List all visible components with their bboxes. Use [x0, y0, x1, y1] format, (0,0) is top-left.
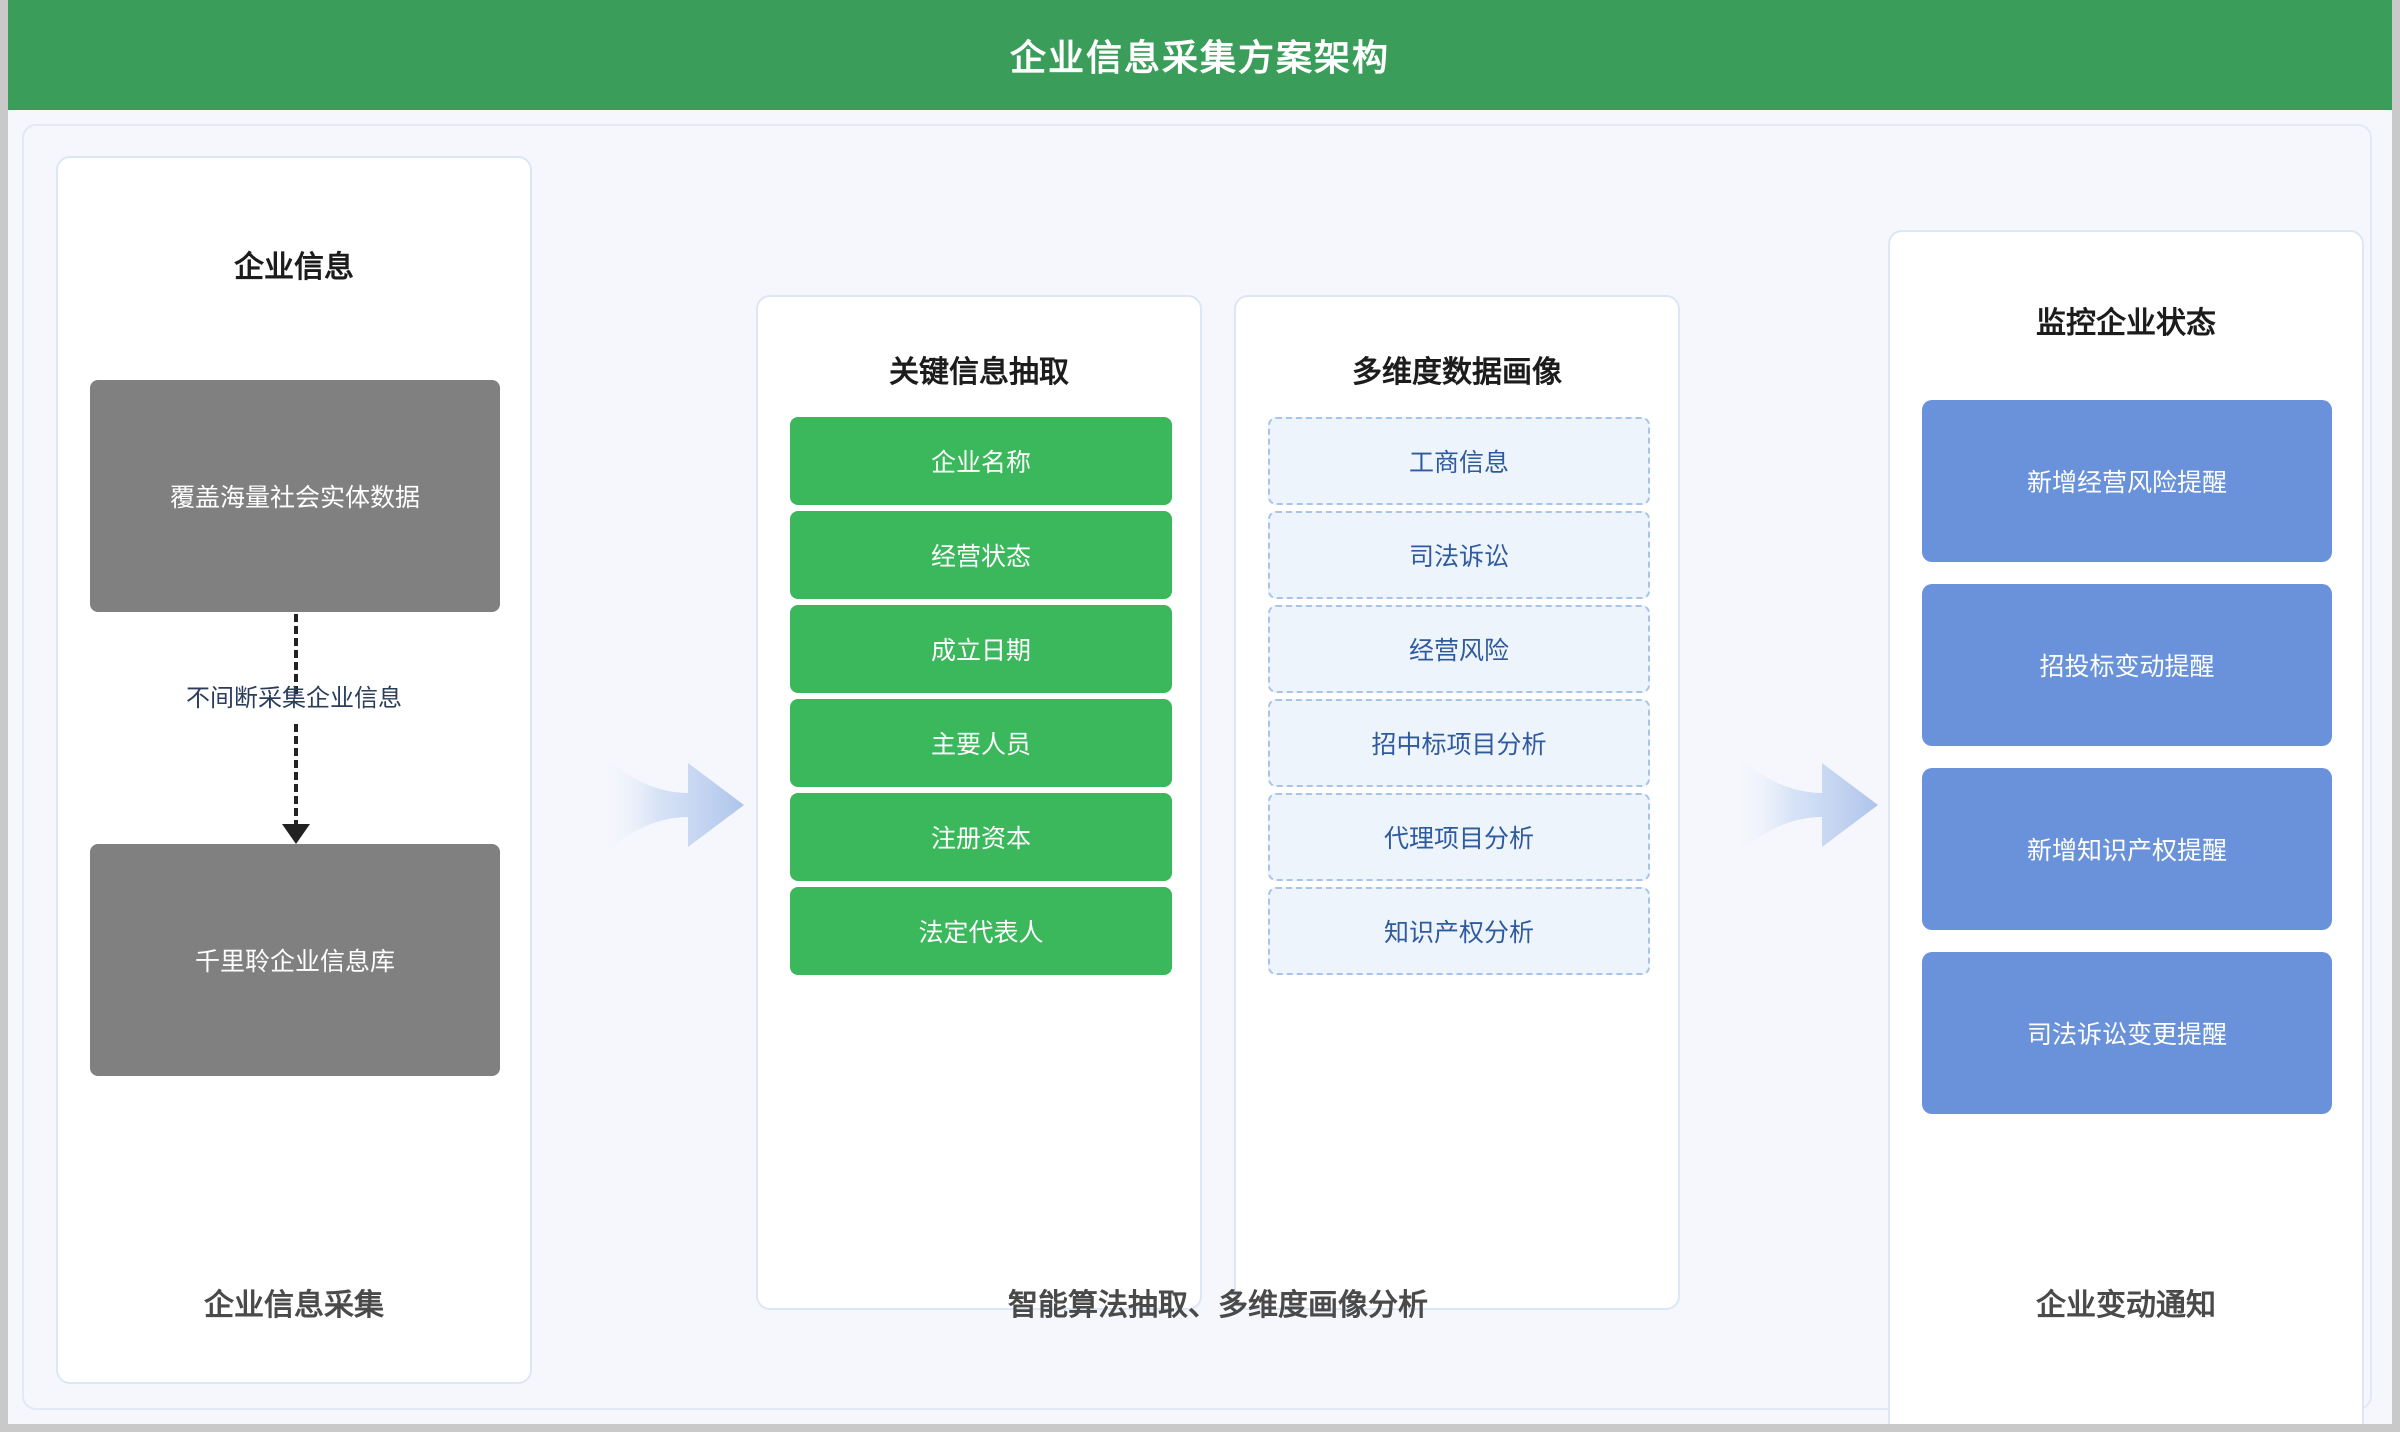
profile-item-label: 经营风险	[1408, 637, 1509, 665]
extract-item-label: 企业名称	[930, 449, 1031, 477]
extract-item-establish-date[interactable]: 成立日期	[790, 605, 1172, 693]
monitor-item-label: 司法诉讼变更提醒	[2026, 1021, 2227, 1049]
profile-item-label: 司法诉讼	[1408, 543, 1509, 571]
extract-item-label: 成立日期	[930, 637, 1031, 665]
profile-item-bidding-project-analysis[interactable]: 招中标项目分析	[1268, 699, 1650, 787]
stage-caption-analysis: 智能算法抽取、多维度画像分析	[1008, 1289, 1428, 1322]
flow-connector-lower	[294, 724, 298, 828]
monitor-item-label: 招投标变动提醒	[2039, 653, 2215, 681]
monitor-item-label: 新增知识产权提醒	[2026, 837, 2227, 865]
source-box-mass-entity-data: 覆盖海量社会实体数据	[90, 380, 500, 612]
monitor-item-label: 新增经营风险提醒	[2026, 469, 2227, 497]
profile-item-label: 招中标项目分析	[1371, 731, 1547, 759]
extract-item-key-personnel[interactable]: 主要人员	[790, 699, 1172, 787]
panel-key-information-extraction: 关键信息抽取 企业名称 经营状态 成立日期 主要人员 注册资本 法定代表人	[756, 295, 1202, 1310]
profile-item-label: 工商信息	[1408, 449, 1509, 477]
extract-item-operating-status[interactable]: 经营状态	[790, 511, 1172, 599]
stage-arrow-two-icon	[1720, 735, 1880, 875]
profile-item-business-registration[interactable]: 工商信息	[1268, 417, 1650, 505]
panel-title-monitor-enterprise-status: 监控企业状态	[2036, 307, 2216, 340]
source-box-enterprise-database: 千里聆企业信息库	[90, 844, 500, 1076]
panel-title-enterprise-information: 企业信息	[234, 251, 354, 284]
stage-caption-collection: 企业信息采集	[204, 1289, 384, 1322]
extract-item-label: 注册资本	[930, 825, 1031, 853]
diagram-header: 企业信息采集方案架构	[8, 0, 2392, 110]
extract-item-registered-capital[interactable]: 注册资本	[790, 793, 1172, 881]
panel-multidimensional-profile: 多维度数据画像 工商信息 司法诉讼 经营风险 招中标项目分析 代理项目分析 知识…	[1234, 295, 1680, 1310]
panel-title-key-information-extraction: 关键信息抽取	[889, 356, 1069, 389]
profile-item-label: 代理项目分析	[1383, 825, 1534, 853]
profile-item-label: 知识产权分析	[1383, 919, 1534, 947]
extract-item-company-name[interactable]: 企业名称	[790, 417, 1172, 505]
extract-item-label: 经营状态	[930, 543, 1031, 571]
monitor-item-litigation-change-alert[interactable]: 司法诉讼变更提醒	[1922, 952, 2332, 1114]
monitor-item-new-ip-alert[interactable]: 新增知识产权提醒	[1922, 768, 2332, 930]
profile-item-operating-risk[interactable]: 经营风险	[1268, 605, 1650, 693]
flow-connector-label: 不间断采集企业信息	[186, 685, 402, 712]
profile-item-intellectual-property-analysis[interactable]: 知识产权分析	[1268, 887, 1650, 975]
monitor-item-new-operating-risk-alert[interactable]: 新增经营风险提醒	[1922, 400, 2332, 562]
extract-item-label: 主要人员	[930, 731, 1031, 759]
flow-connector-upper	[294, 614, 298, 694]
source-box-label: 覆盖海量社会实体数据	[169, 484, 420, 512]
page-title: 企业信息采集方案架构	[1009, 37, 1390, 78]
extract-item-legal-representative[interactable]: 法定代表人	[790, 887, 1172, 975]
diagram-canvas: 企业信息 覆盖海量社会实体数据 不间断采集企业信息 千里聆企业信息库	[8, 110, 2392, 1424]
profile-item-judicial-litigation[interactable]: 司法诉讼	[1268, 511, 1650, 599]
panel-monitor-enterprise-status: 监控企业状态 新增经营风险提醒 招投标变动提醒 新增知识产权提醒 司法诉讼变更提…	[1888, 230, 2364, 1424]
stage-arrow-one-icon	[586, 735, 746, 875]
extract-item-label: 法定代表人	[918, 919, 1044, 947]
profile-item-agency-project-analysis[interactable]: 代理项目分析	[1268, 793, 1650, 881]
panel-enterprise-information: 企业信息 覆盖海量社会实体数据 不间断采集企业信息 千里聆企业信息库	[56, 156, 532, 1384]
flow-arrowhead-icon	[282, 824, 310, 844]
panel-title-multidimensional-profile: 多维度数据画像	[1352, 356, 1562, 389]
source-box-label: 千里聆企业信息库	[194, 948, 395, 976]
monitor-item-bidding-change-alert[interactable]: 招投标变动提醒	[1922, 584, 2332, 746]
stage-caption-notification: 企业变动通知	[2036, 1289, 2216, 1322]
outer-frame	[22, 124, 2372, 1410]
